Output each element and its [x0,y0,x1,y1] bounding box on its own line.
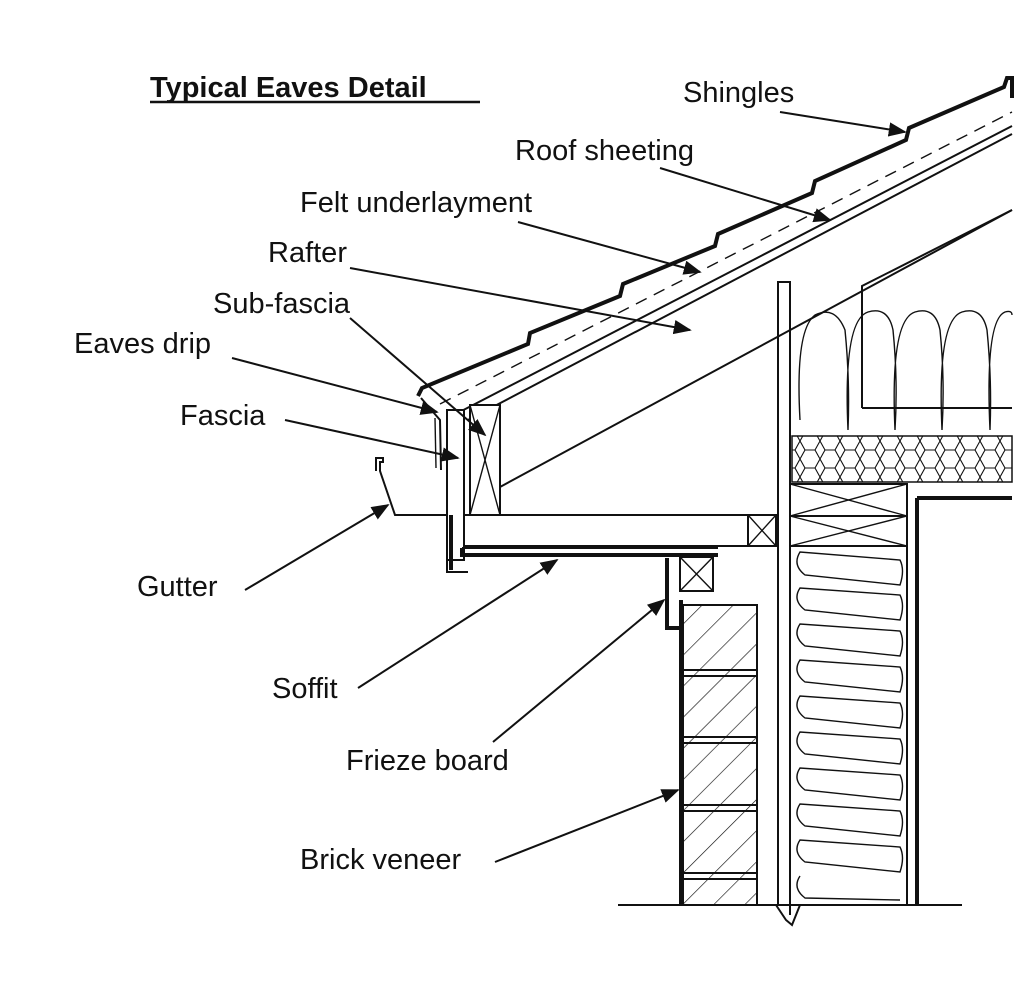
top-plate-2-x2 [789,515,908,547]
leader-frieze-board [492,598,666,743]
label-eaves-drip: Eaves drip [74,328,211,360]
roof-sheeting-line [447,125,1013,419]
soffit-assembly [460,514,777,557]
rafter-top-line [467,133,1013,421]
rafter-bottom-line [499,209,1013,488]
label-frieze-board: Frieze board [346,745,509,777]
frieze-cross-2 [679,556,714,592]
top-plate-1-x2 [789,483,908,517]
leader-rafter [349,267,692,335]
wall-assembly [775,281,1012,927]
sheathing-cap [777,281,791,288]
diagram-title: Typical Eaves Detail [150,72,427,104]
wall-insulation [796,551,904,901]
attic-batt-box [861,209,1013,408]
label-fascia: Fascia [180,400,266,432]
shingles-shape [416,76,1014,397]
gutter-shape [375,457,468,573]
label-felt-underlayment: Felt underlayment [300,187,532,219]
sub-fascia-cross-2 [469,404,501,516]
label-gutter: Gutter [137,571,218,603]
label-brick-veneer: Brick veneer [300,844,462,876]
attic-insulation [791,209,1013,483]
leader-gutter [244,504,390,591]
leader-sub-fascia [349,317,487,437]
frieze-trim [665,558,680,630]
felt-underlayment-line [439,111,1013,405]
labels: Shingles Roof sheeting Felt underlayment… [74,77,907,876]
soffit-shape [460,548,718,557]
label-sub-fascia: Sub-fascia [213,288,351,320]
joist-cross-2 [747,514,777,547]
ceiling-joist-shape [463,514,749,547]
eaves-drip-edge [434,417,437,469]
leader-felt-underlayment [517,221,702,275]
label-rafter: Rafter [268,237,347,269]
wall-break [775,904,801,927]
leader-shingles [779,111,907,137]
gutter-assembly [375,457,468,573]
label-shingles: Shingles [683,77,794,109]
frieze-board-assembly [665,556,714,630]
attic-batts [798,310,1013,431]
label-soffit: Soffit [272,673,338,705]
leader-roof-sheeting [659,167,832,223]
roof-assembly [416,76,1014,561]
leader-brick-veneer [494,789,680,863]
brick-hatch [683,605,757,905]
leader-fascia [284,419,460,462]
label-roof-sheeting: Roof sheeting [515,135,694,167]
rigid-insulation [791,435,1013,483]
leader-soffit [357,559,559,689]
leader-eaves-drip [231,357,439,415]
brick-veneer-assembly [679,600,758,906]
